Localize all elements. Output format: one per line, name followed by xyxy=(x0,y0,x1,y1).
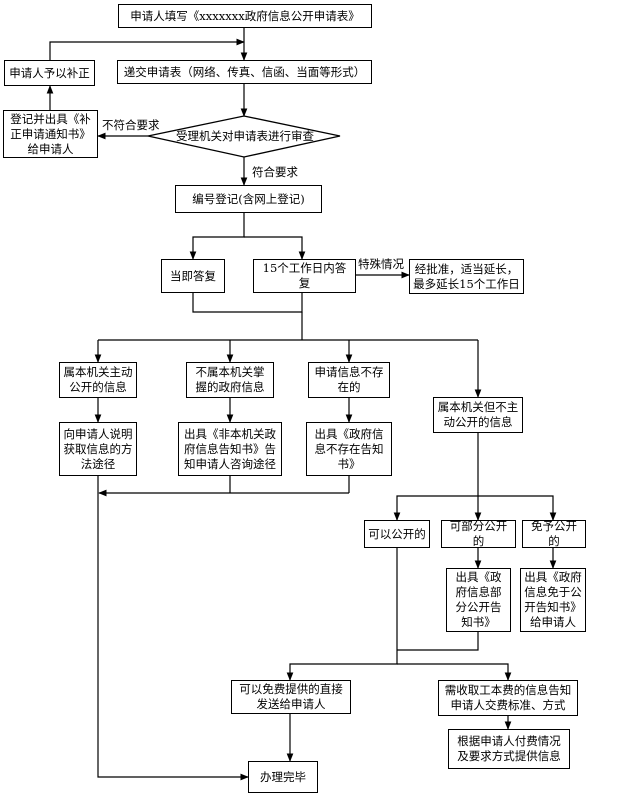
provide-info-box: 根据申请人付费情况及要求方式提供信息 xyxy=(448,729,570,769)
edge-register-split xyxy=(189,213,245,260)
review-diamond-label: 受理机关对申请表进行审查 xyxy=(176,129,314,143)
edge-active-exempt xyxy=(478,495,557,521)
review-diamond xyxy=(147,115,341,158)
edge-merge-split xyxy=(286,650,398,681)
meet-label: 符合要求 xyxy=(252,165,298,179)
result-not-agency-box: 出具《非本机关政府信息告知书》告知申请人咨询途径 xyxy=(178,422,282,476)
exempt-open-box: 免予公开的 xyxy=(522,519,586,548)
application-form-box: 申请人填写《xxxxxxx政府信息公开申请表》 xyxy=(118,4,372,28)
result-not-exist-box: 出具《政府信息不存在告知书》 xyxy=(306,422,392,476)
immediate-reply-box: 当即答复 xyxy=(161,259,225,293)
edge-partial-merge xyxy=(397,632,479,651)
category-not-active-box: 属本机关但不主动公开的信息 xyxy=(433,397,523,433)
edge-merge xyxy=(192,293,303,313)
correction-notice-box: 登记并出具《补正申请通知书》给申请人 xyxy=(3,110,98,158)
extension-box: 经批准，适当延长，最多延长15个工作日 xyxy=(409,259,524,294)
special-case-label: 特殊情况 xyxy=(358,257,404,271)
partial-open-box: 可部分公开的 xyxy=(441,519,516,548)
reply-15-days-box: 15个工作日内答复 xyxy=(253,259,356,293)
done-box: 办理完毕 xyxy=(248,761,318,793)
partial-notice-box: 出具《政府信息部分公开告知书》 xyxy=(446,568,511,632)
category-public-box: 属本机关主动公开的信息 xyxy=(59,362,137,398)
category-not-exist-box: 申请信息不存在的 xyxy=(308,362,390,398)
edge-public-done xyxy=(97,476,249,781)
edge-register-15 xyxy=(244,236,306,260)
exempt-notice-box: 出具《政府信息免于公开告知书》给申请人 xyxy=(520,568,586,632)
edge-merge-charge xyxy=(397,663,512,681)
edge-collect xyxy=(99,476,350,493)
not-meet-label: 不符合要求 xyxy=(102,118,160,132)
submit-form-box: 递交申请表（网络、传真、信函、当面等形式） xyxy=(117,60,372,84)
charge-notice-box: 需收取工本费的信息告知申请人交费标准、方式 xyxy=(438,680,578,716)
can-open-box: 可以公开的 xyxy=(364,520,430,548)
supplement-box: 申请人予以补正 xyxy=(4,60,95,86)
edge-supplement-loop xyxy=(49,38,245,60)
edge-active-split xyxy=(393,433,479,521)
register-box: 编号登记(含网上登记) xyxy=(175,185,322,213)
result-public-box: 向申请人说明获取信息的方法途径 xyxy=(59,422,137,476)
free-direct-box: 可以免费提供的直接发送给申请人 xyxy=(231,680,351,714)
category-not-agency-box: 不属本机关掌握的政府信息 xyxy=(186,362,274,398)
